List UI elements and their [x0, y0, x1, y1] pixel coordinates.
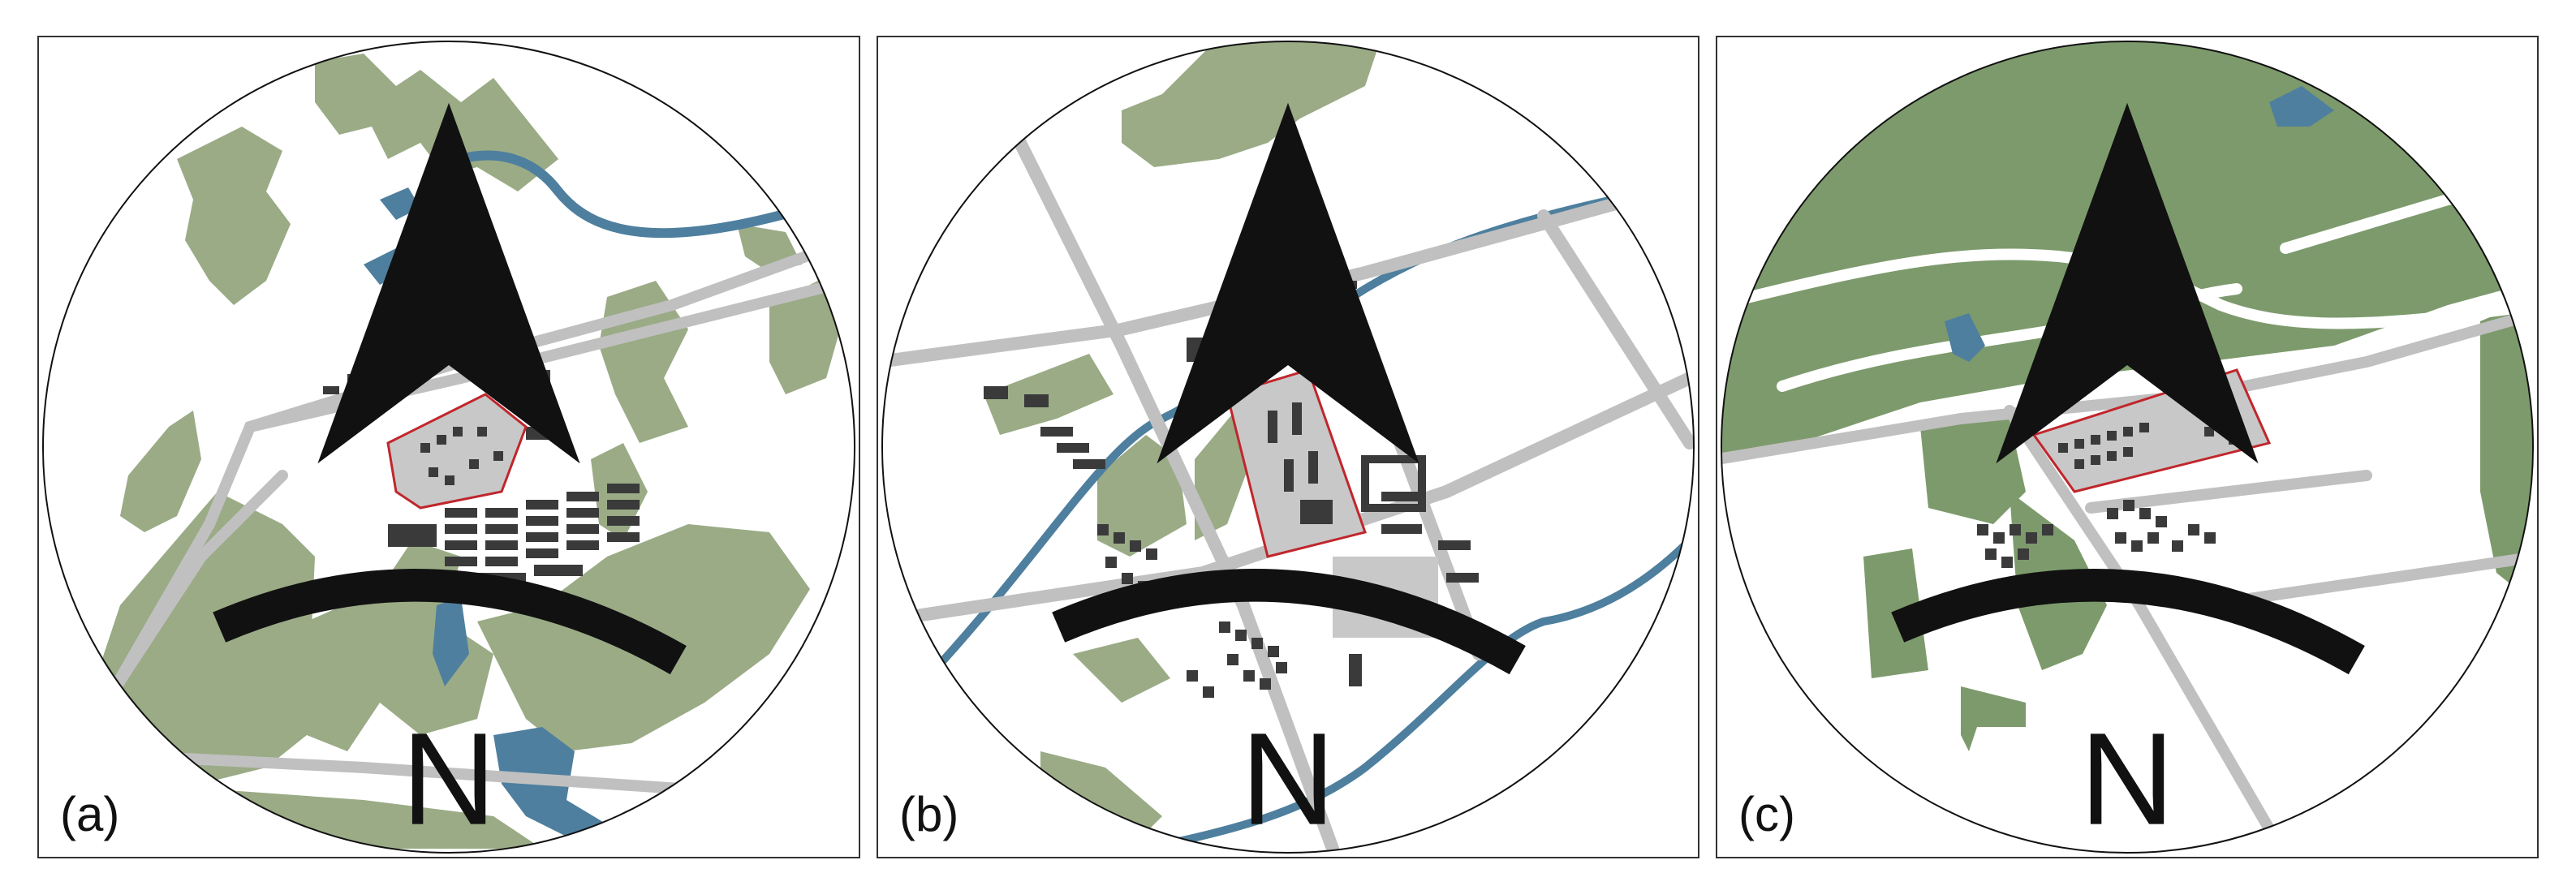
panel-label-a: (a): [60, 787, 120, 841]
north-arrow-icon: N: [213, 102, 687, 853]
water-body: [432, 150, 839, 239]
map-panel-a: (a) N: [37, 36, 860, 858]
svg-text:N: N: [402, 707, 497, 853]
map-a-boundary-circle: [42, 41, 855, 854]
site-boundary: [1226, 368, 1367, 558]
panel-label-b: (b): [899, 787, 959, 841]
green-space-area: [1863, 419, 2107, 751]
north-arrow-icon: N: [1052, 102, 1526, 853]
svg-text:N: N: [1241, 707, 1336, 853]
map-a-canvas: [42, 41, 855, 854]
panel-label-c: (c): [1738, 787, 1795, 841]
building-blocks: [1977, 500, 2216, 568]
map-b-boundary-circle: [881, 41, 1695, 854]
north-arrow-icon: N: [1891, 102, 2365, 853]
site-boundary: [386, 393, 528, 510]
pond: [1945, 86, 2334, 362]
svg-text:N: N: [2080, 707, 2175, 853]
map-panel-c: (c) N: [1716, 36, 2539, 858]
map-c-boundary-circle: [1721, 41, 2534, 854]
map-panel-b: (b) N: [877, 36, 1699, 858]
